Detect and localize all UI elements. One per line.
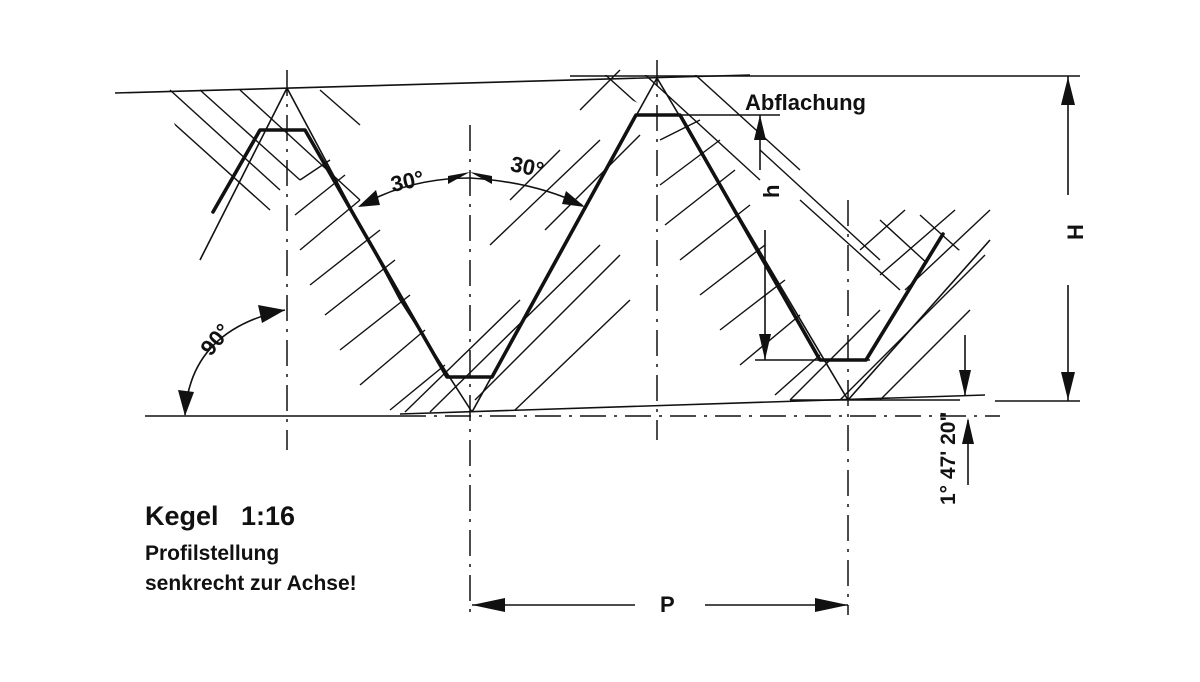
note-line-1: Profilstellung <box>145 542 279 565</box>
boundary-lines <box>114 74 1080 417</box>
center-lines <box>286 60 1000 615</box>
angle-90-dimension <box>178 305 286 416</box>
H-dimension <box>1061 76 1075 401</box>
label-angle-left: 30° <box>388 165 426 196</box>
flattening-dimension <box>680 114 780 170</box>
taper-dimension <box>959 335 974 485</box>
label-h: h <box>759 185 784 198</box>
title-taper: Kegel 1:16 <box>145 501 295 531</box>
pitch-dimension <box>472 598 848 612</box>
construction-lines <box>199 77 991 413</box>
label-angle-right: 30° <box>508 151 546 182</box>
label-flattening: Abflachung <box>745 90 866 115</box>
label-pitch: P <box>660 592 675 617</box>
angle-30-dimension <box>358 172 585 207</box>
note-line-2: senkrecht zur Achse! <box>145 572 357 595</box>
label-H: H <box>1063 224 1088 240</box>
label-angle-90: 90° <box>195 319 236 361</box>
label-taper-angle: 1° 47' 20" <box>937 412 960 505</box>
h-dimension <box>755 230 870 361</box>
